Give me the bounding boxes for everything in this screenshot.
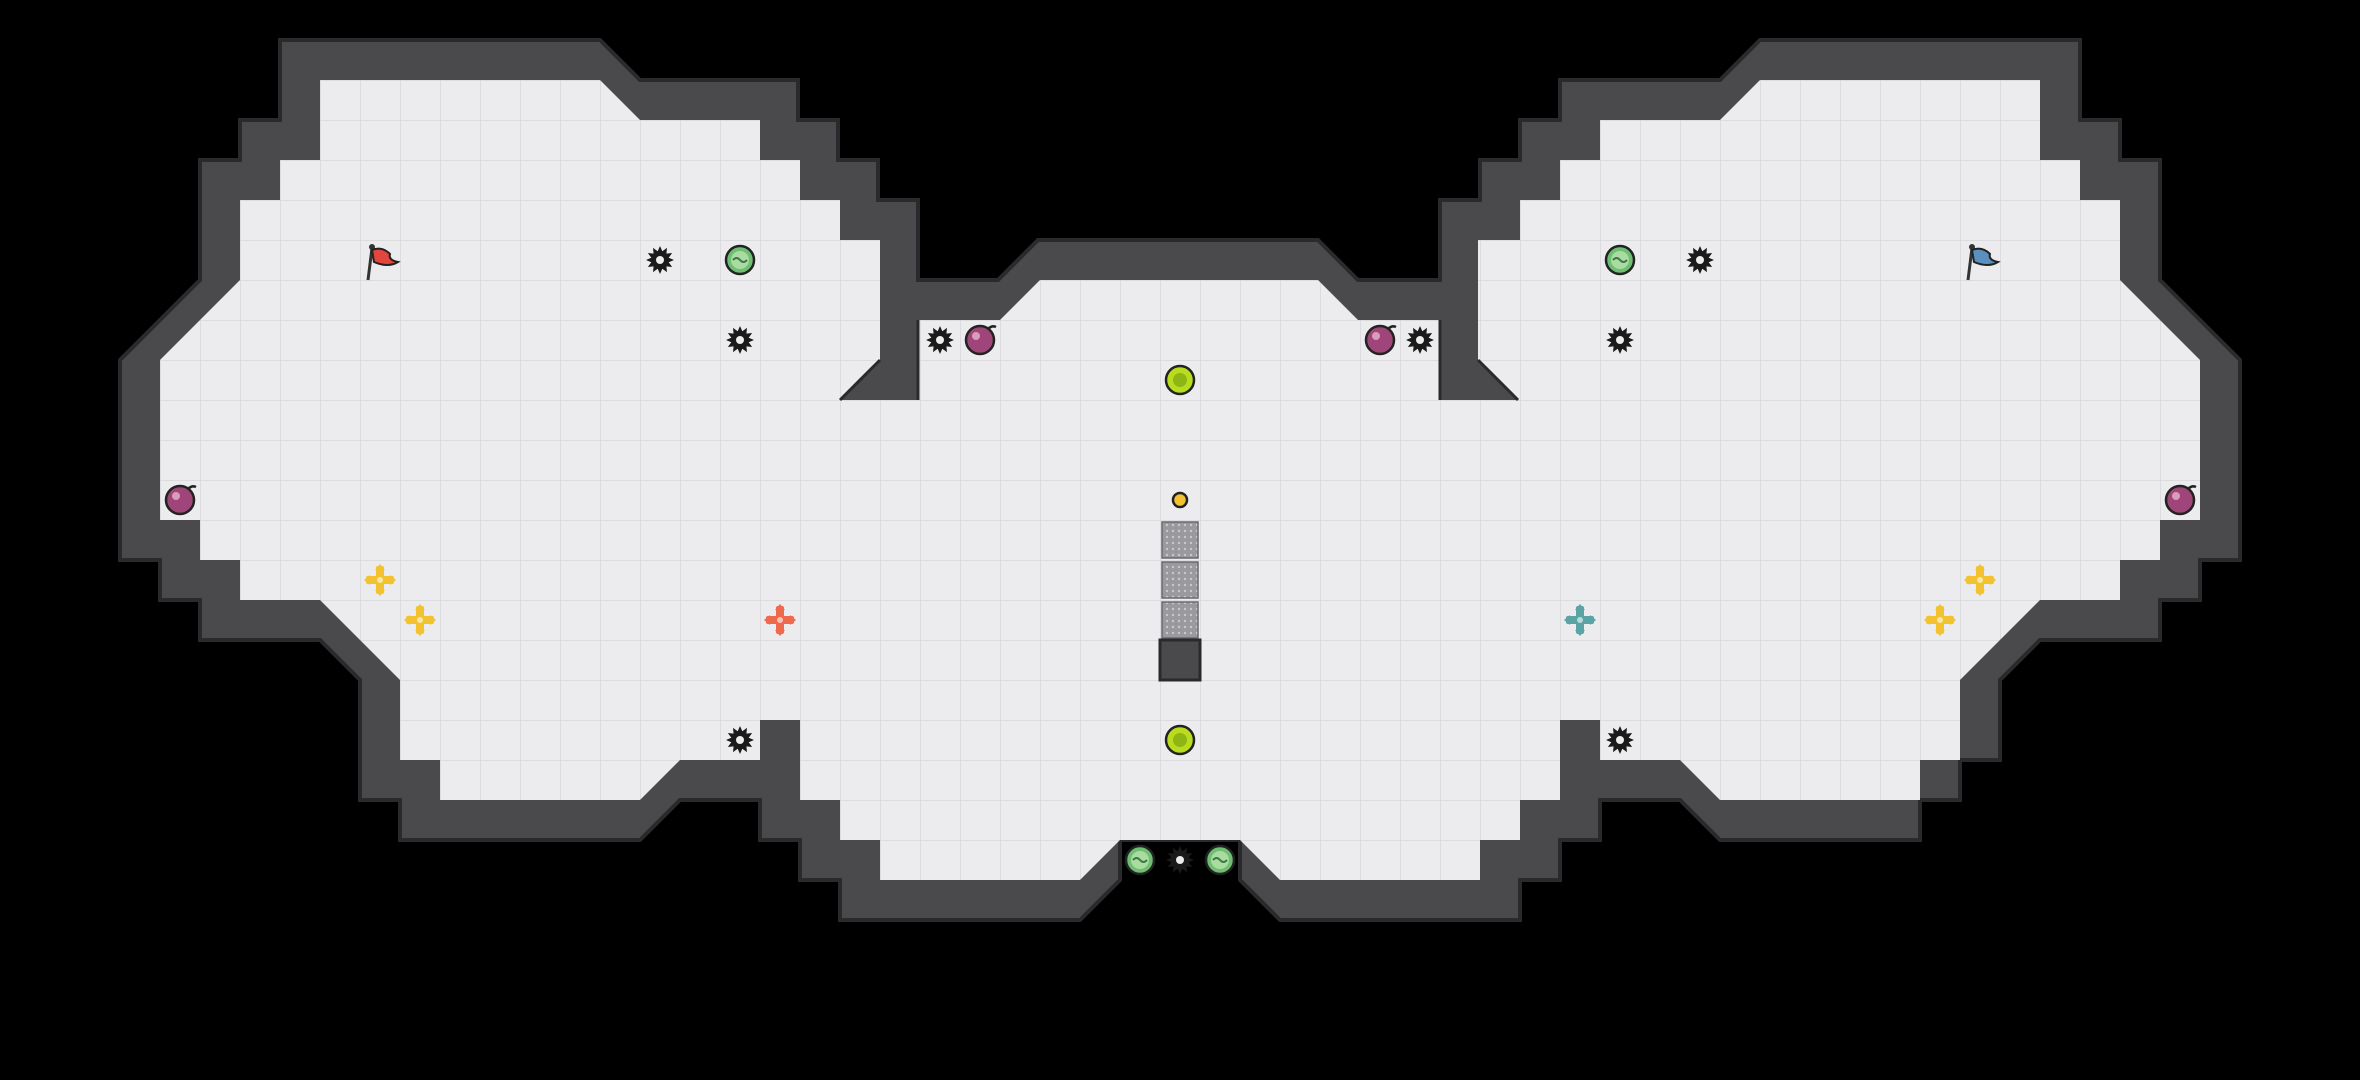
boost-pad-icon [1164, 364, 1196, 396]
spike-icon [726, 726, 754, 754]
center-gate [1158, 521, 1202, 682]
speed-pad-icon [1924, 604, 1956, 636]
powerup-icon [724, 244, 756, 276]
powerup-icon [1204, 844, 1236, 876]
wall-edges [838, 320, 1520, 402]
spike-icon [1606, 326, 1634, 354]
ball-icon [1171, 491, 1189, 509]
powerup-icon [1604, 244, 1636, 276]
gate-tile [1161, 521, 1199, 559]
boost-pad-icon [1164, 724, 1196, 756]
speed-pad-icon [364, 564, 396, 596]
spike-icon [926, 326, 954, 354]
speed-pad-icon [1964, 564, 1996, 596]
spike-icon [646, 246, 674, 274]
wall-block [1158, 638, 1202, 682]
flag-icon [1966, 244, 2001, 281]
bomb-icon [964, 324, 997, 356]
flag-icon [366, 244, 401, 281]
gate-tile [1161, 561, 1199, 599]
gate-tile [1161, 601, 1199, 639]
bomb-icon [1364, 324, 1397, 356]
spike-icon [1686, 246, 1714, 274]
spike-icon [726, 326, 754, 354]
speed-pad-icon [404, 604, 436, 636]
portal-icon [764, 604, 796, 636]
spike-icon [1406, 326, 1434, 354]
spike-icon [1606, 726, 1634, 754]
powerup-icon [1124, 844, 1156, 876]
arena-floor [160, 80, 2200, 880]
spike-icon [1166, 846, 1194, 874]
portal-icon [1564, 604, 1596, 636]
bomb-icon [164, 484, 197, 516]
bomb-icon [2164, 484, 2197, 516]
